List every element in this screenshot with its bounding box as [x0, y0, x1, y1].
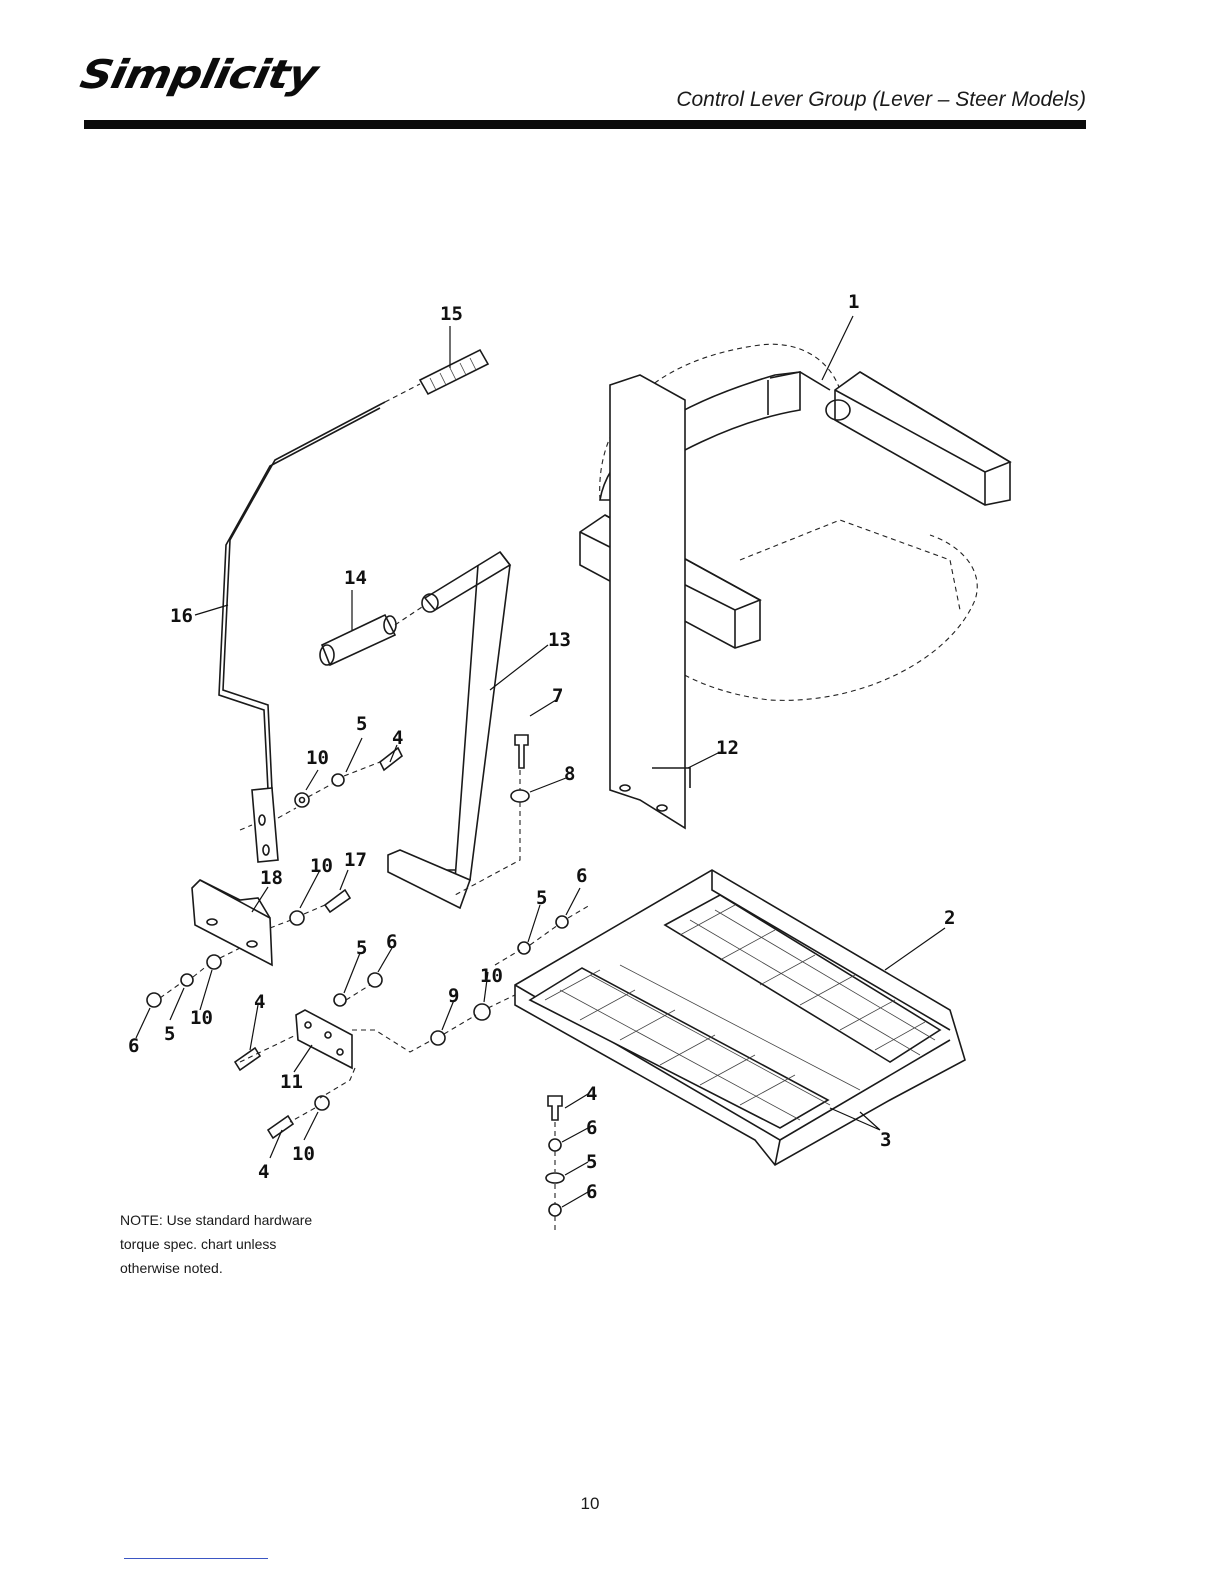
footrest-platform	[515, 870, 965, 1165]
callout-4-stack: 4	[586, 1083, 597, 1105]
note-line-3: otherwise noted.	[120, 1256, 360, 1280]
callout-5-upper: 5	[356, 713, 367, 735]
callout-18: 18	[260, 867, 283, 889]
callout-5-stack: 5	[586, 1151, 597, 1173]
callout-6-right: 6	[576, 865, 587, 887]
callout-16: 16	[170, 605, 193, 627]
callout-6-mid: 6	[386, 931, 397, 953]
callout-2: 2	[944, 907, 955, 929]
assembly-lines	[160, 384, 590, 1230]
callout-6-left: 6	[128, 1035, 139, 1057]
callout-11: 11	[280, 1071, 303, 1093]
callout-5-right: 5	[536, 887, 547, 909]
callout-8: 8	[564, 763, 575, 785]
callout-10-right: 10	[480, 965, 503, 987]
callout-10-upper: 10	[306, 747, 329, 769]
callout-10-left: 10	[190, 1007, 213, 1029]
callout-14: 14	[344, 567, 367, 589]
callout-5-left: 5	[164, 1023, 175, 1045]
callout-3: 3	[880, 1129, 891, 1151]
callout-6-stack-b: 6	[586, 1181, 597, 1203]
grip-15	[420, 350, 488, 394]
hardware-note: NOTE: Use standard hardware torque spec.…	[120, 1208, 360, 1280]
plate-11	[296, 1010, 352, 1068]
callout-6-stack-a: 6	[586, 1117, 597, 1139]
page-number: 10	[560, 1494, 620, 1514]
note-line-1: NOTE: Use standard hardware	[120, 1208, 360, 1232]
callout-5-mid: 5	[356, 937, 367, 959]
grip-14	[320, 615, 396, 665]
callout-4-mid: 4	[254, 991, 265, 1013]
callout-1: 1	[848, 291, 859, 313]
callout-10-low: 10	[292, 1143, 315, 1165]
callout-12: 12	[716, 737, 739, 759]
callout-17: 17	[344, 849, 367, 871]
callout-13: 13	[548, 629, 571, 651]
note-line-2: torque spec. chart unless	[120, 1232, 360, 1256]
footer-divider	[124, 1558, 268, 1559]
callout-9: 9	[448, 985, 459, 1007]
callout-15: 15	[440, 303, 463, 325]
lever-13	[388, 552, 510, 908]
callout-7: 7	[552, 685, 563, 707]
callout-4-low: 4	[258, 1161, 269, 1183]
bracket-12	[610, 375, 690, 828]
callout-4-upper: 4	[392, 727, 403, 749]
callout-10-mid: 10	[310, 855, 333, 877]
